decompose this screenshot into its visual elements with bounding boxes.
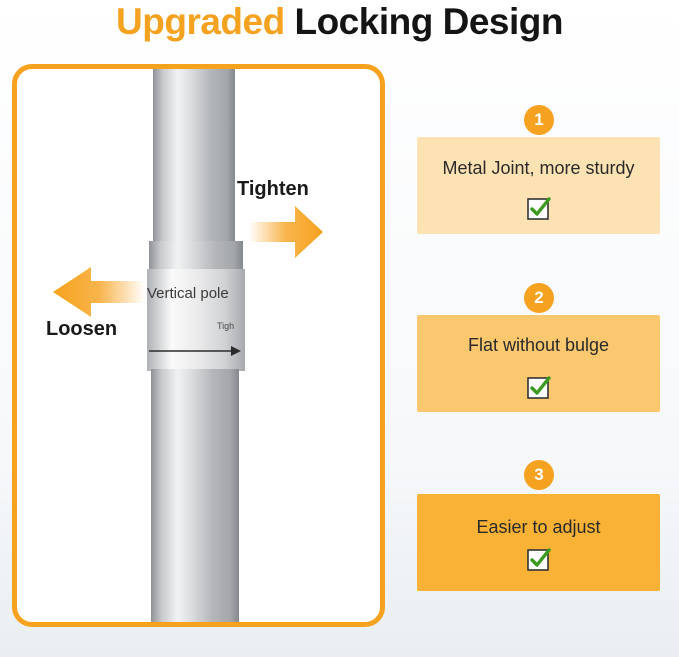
step-text-1: Metal Joint, more sturdy [442,158,635,178]
loosen-label: Loosen [46,318,118,340]
step-card-2: Flat without bulge [417,315,660,412]
step-badge-2: 2 [524,283,554,313]
step-badge-1: 1 [524,105,554,135]
step-text-2: Flat without bulge [467,335,610,355]
loosen-arrow [53,267,145,317]
step-card-1: Metal Joint, more sturdy [417,137,660,234]
title-rest: Locking Design [294,1,563,42]
title-accent: Upgraded [116,1,285,42]
check-icon [526,548,551,571]
step-text-3: Easier to adjust [476,517,601,537]
pole-illustration [53,69,323,622]
check-icon [526,197,551,220]
step-card-3: Easier to adjust [417,494,660,591]
step-badge-3: 3 [524,460,554,490]
upper-tube [153,69,235,249]
page-title: Upgraded Locking Design [0,0,679,46]
check-icon [526,376,551,399]
lower-tube [151,369,239,622]
pole-label: Vertical pole [147,285,229,302]
label-sleeve [147,269,245,371]
tighten-label: Tighten [237,178,309,200]
product-photo-frame: Vertical pole Tigh [12,64,385,627]
tighten-arrow [249,206,323,258]
pole-tick-label: Tigh [217,321,235,331]
